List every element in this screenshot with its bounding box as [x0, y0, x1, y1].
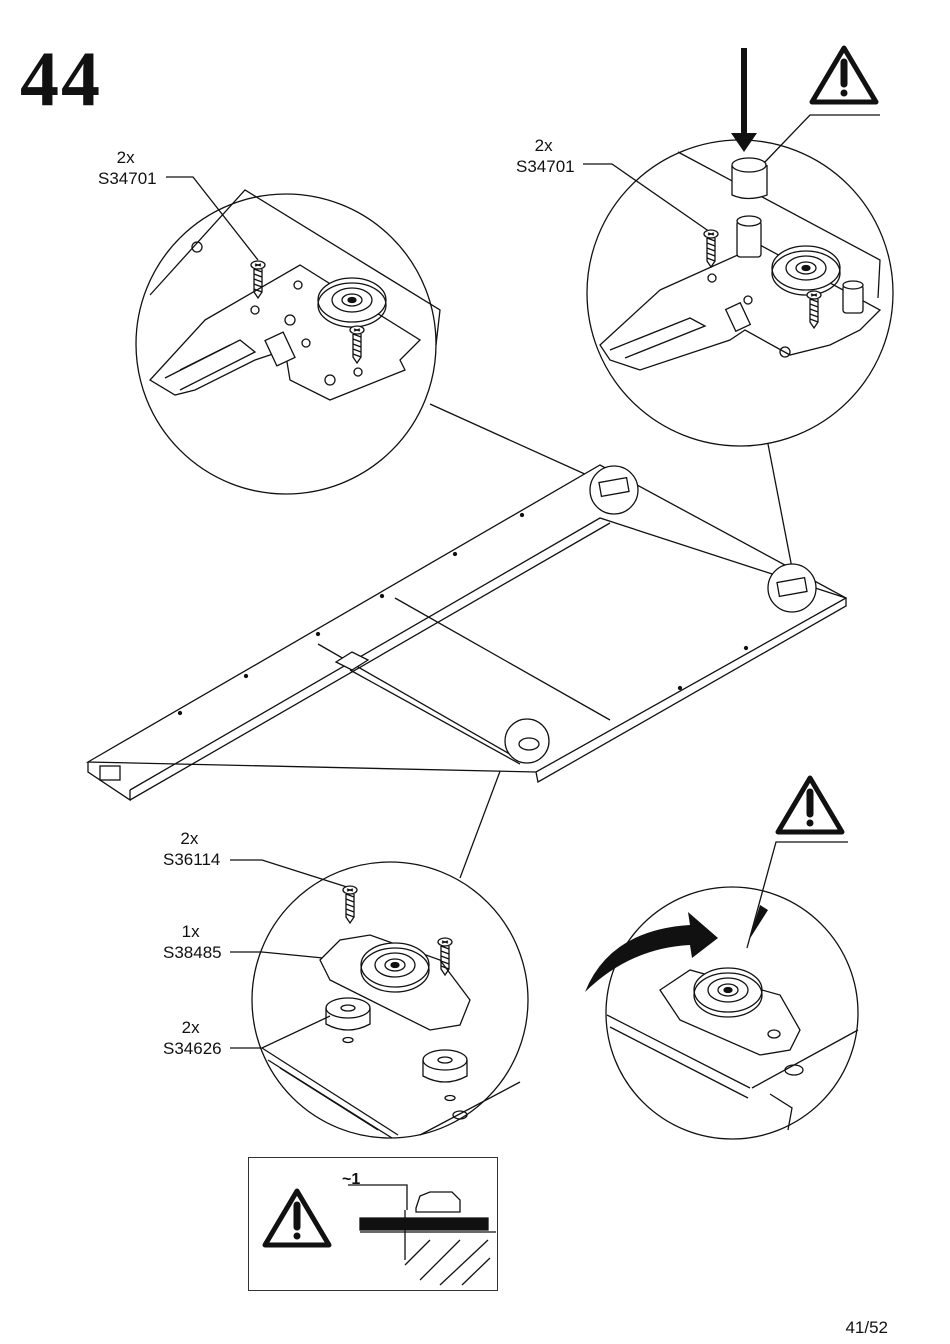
callout-part: S34701 [98, 169, 157, 188]
gap-label: ~1 [342, 1171, 361, 1188]
callout-screw: 2x S36114 [163, 828, 220, 870]
callout-spacer: 2x S34626 [163, 1017, 222, 1059]
callout-part: S38485 [163, 943, 222, 962]
door-panel [85, 464, 848, 802]
callout-roller: 1x S38485 [163, 921, 222, 963]
callout-part: S36114 [163, 850, 221, 869]
page-number: 41/52 [845, 1318, 888, 1337]
detail-circle-top-right [586, 139, 894, 447]
note-box [248, 1157, 498, 1291]
gap-detail [348, 1184, 496, 1286]
roller-assembly [261, 885, 521, 1139]
callout-qty: 2x [180, 829, 199, 848]
callout-top-left: 2x S34701 [98, 147, 157, 189]
arrow-down-icon [731, 48, 757, 152]
warning-icon [812, 48, 876, 102]
callout-qty: 2x [116, 148, 135, 167]
detail-circle-bottom-left [251, 861, 529, 1139]
callout-qty: 2x [181, 1018, 200, 1037]
callout-qty: 2x [534, 136, 553, 155]
step-number: 44 [20, 35, 102, 122]
curved-arrow-icon [585, 912, 718, 992]
detail-circle-bottom-right [605, 886, 859, 1140]
roller-installed [606, 967, 859, 1131]
spacer-icon [325, 997, 371, 1031]
warning-icon [778, 778, 842, 832]
callout-part: S34701 [516, 157, 575, 176]
callout-top-right: 2x S34701 [516, 135, 575, 177]
callout-part: S34626 [163, 1039, 222, 1058]
spacer-icon [422, 1049, 468, 1083]
hinge-plate-top-right [599, 151, 882, 371]
hinge-plate-top-left [148, 189, 441, 401]
callout-qty: 1x [181, 922, 200, 941]
